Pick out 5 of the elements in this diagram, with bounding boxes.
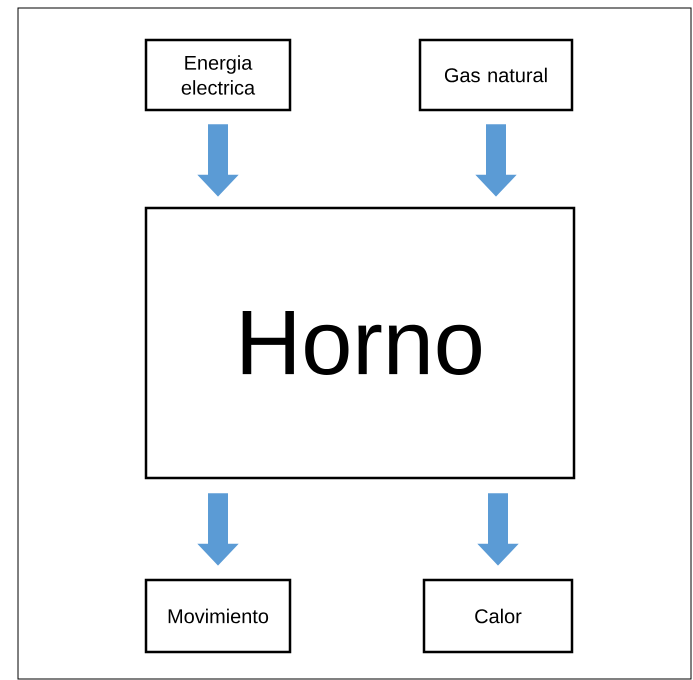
label-box: Movimiento xyxy=(144,578,292,654)
label-box: Energia electrica xyxy=(144,38,292,112)
label-box: Gas natural xyxy=(418,38,574,112)
process-box: Horno xyxy=(144,206,576,480)
label-box: Calor xyxy=(422,578,574,654)
